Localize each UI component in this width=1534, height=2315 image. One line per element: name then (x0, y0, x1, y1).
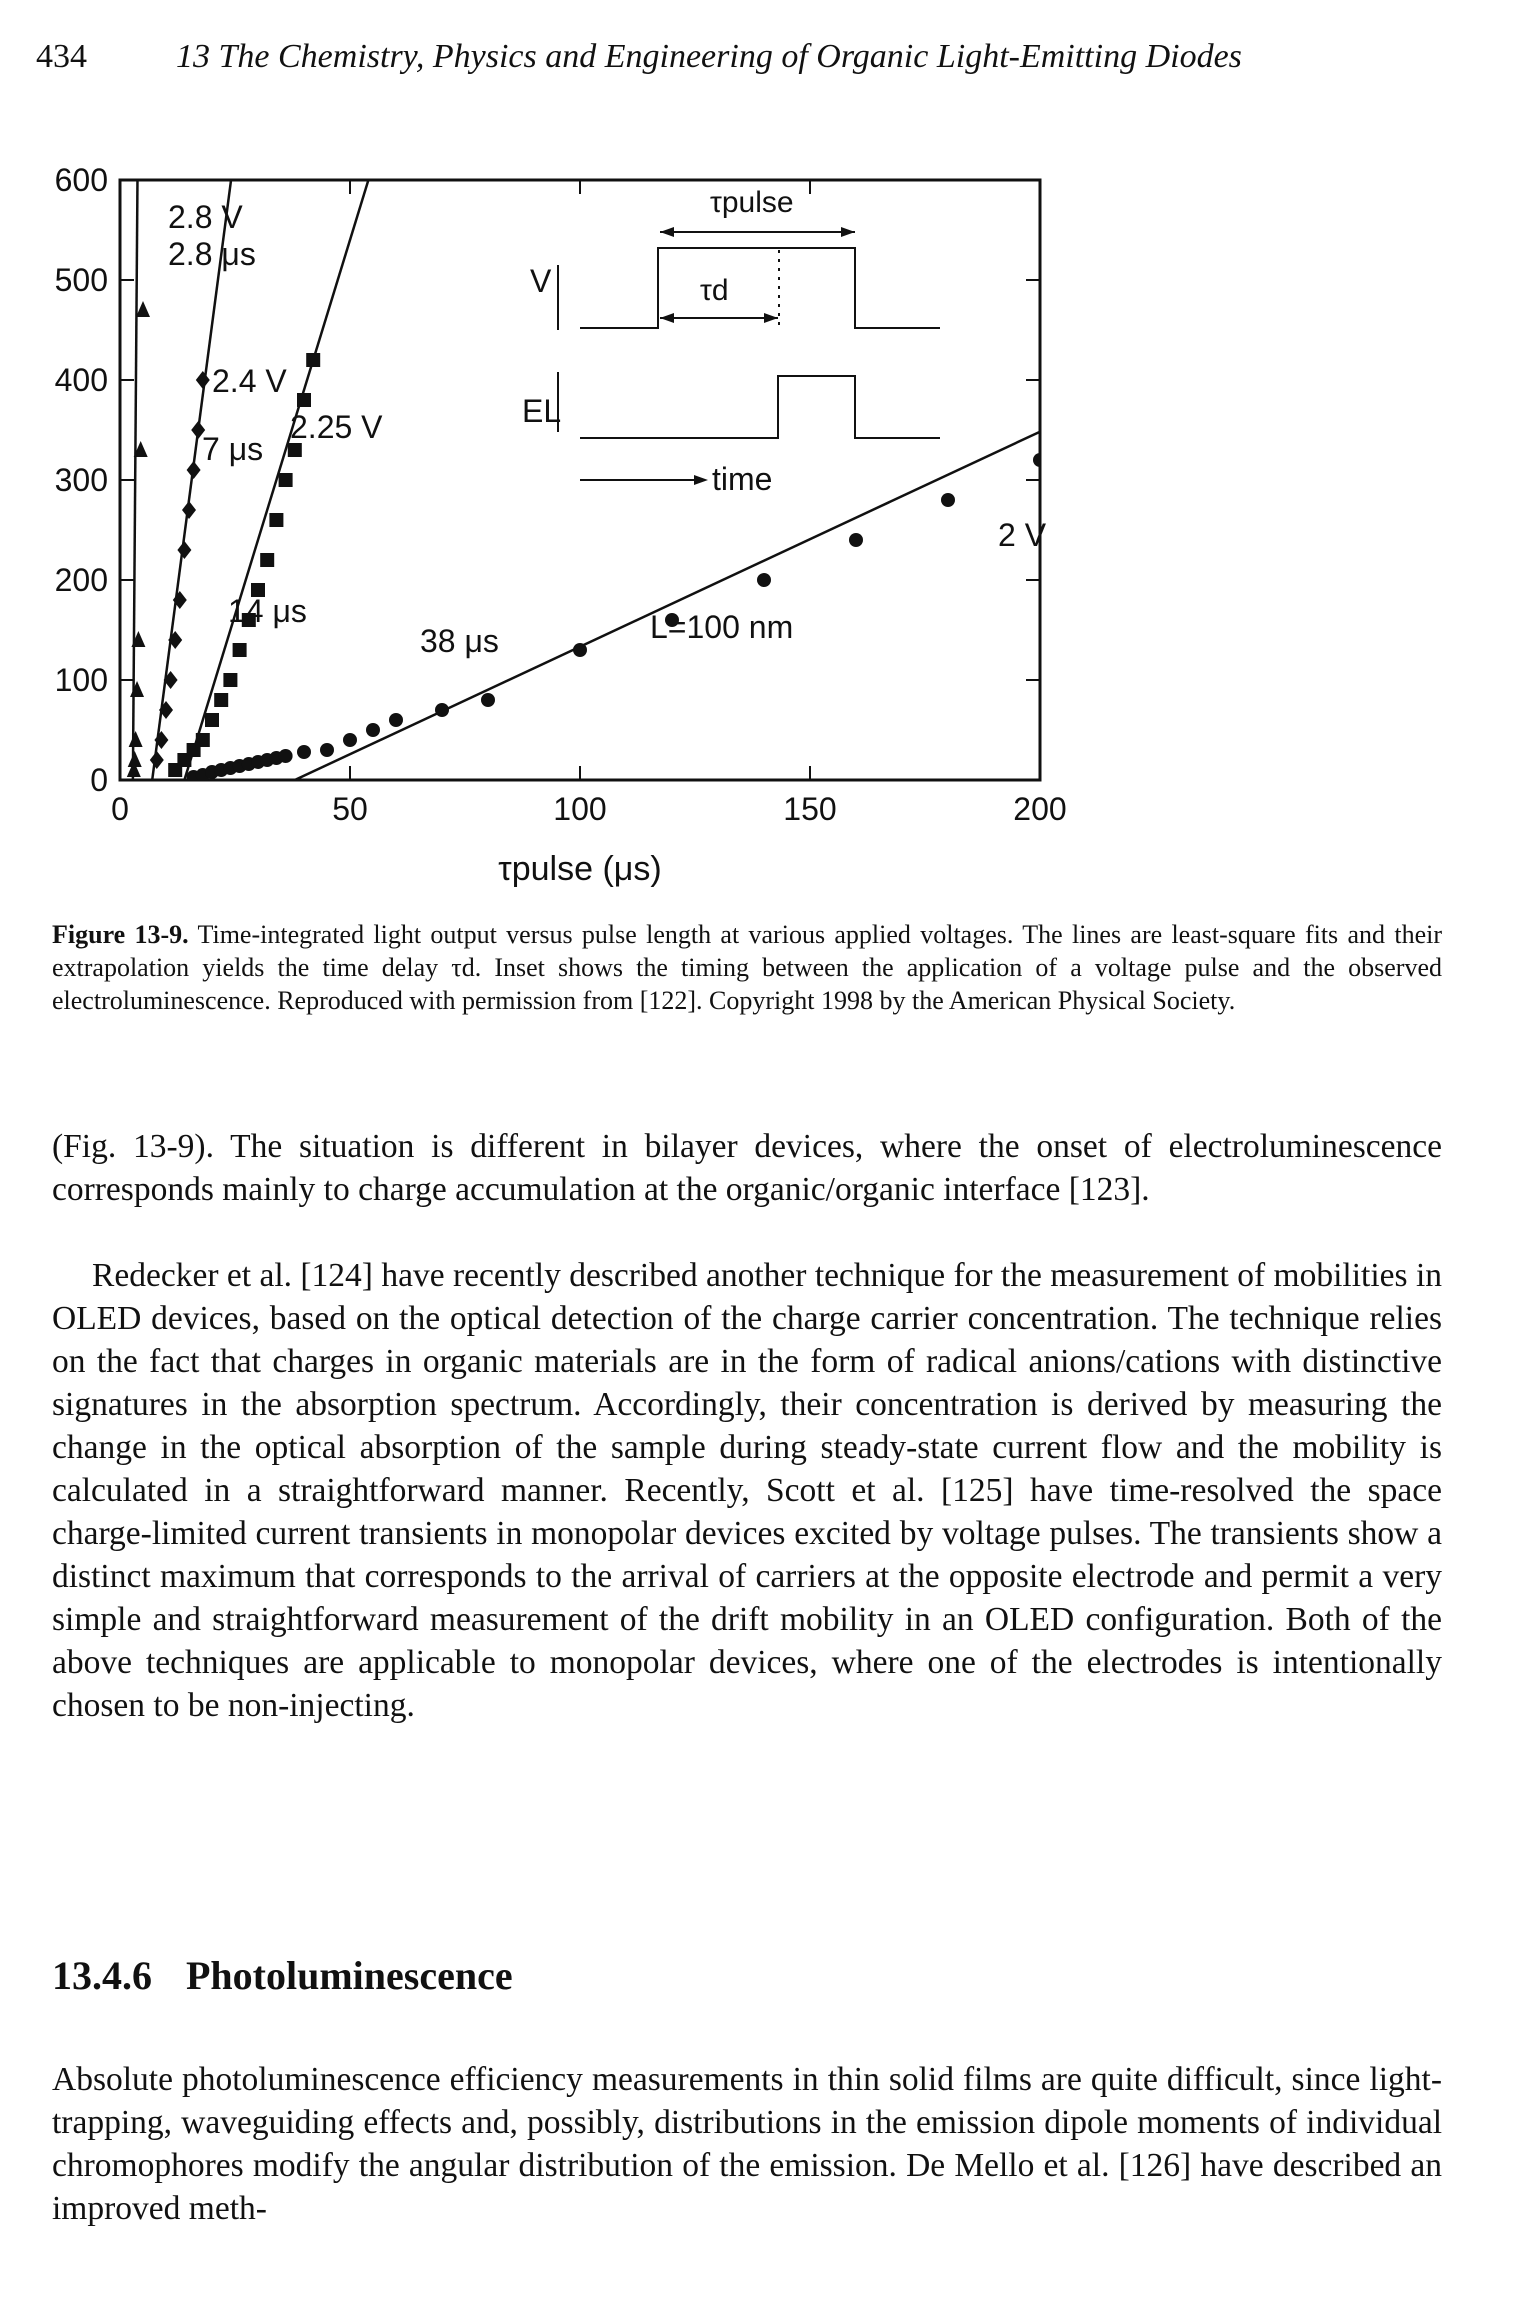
y-tick-label: 500 (55, 262, 108, 298)
y-tick-label: 400 (55, 362, 108, 398)
x-tick-label: 100 (553, 791, 606, 827)
data-point-2-25-v (260, 553, 275, 567)
data-point-2-v (941, 493, 955, 507)
annotation-label: 2 V (998, 517, 1047, 553)
data-point-2-25-v (205, 713, 219, 727)
data-point-2-v (278, 749, 293, 763)
data-point-2-4-v (172, 591, 187, 609)
annotation-delay-label: 2.8 μs (168, 236, 256, 272)
x-tick-label: 150 (783, 791, 836, 827)
annotation-delay-label: 38 μs (420, 623, 499, 659)
section-number: 13.4.6 (52, 1953, 152, 1998)
section-title: Photoluminescence (186, 1953, 513, 1998)
inset-pulse-label: τpulse (710, 186, 794, 219)
inset-delay-label: τd (700, 274, 729, 307)
data-point-2-8-v (128, 731, 143, 747)
running-title: 13 The Chemistry, Physics and Engineerin… (176, 38, 1242, 75)
data-point-2-8-v (126, 761, 141, 777)
voltage-pulse-trace (580, 247, 940, 329)
data-point-2-25-v (214, 693, 229, 707)
data-point-2-v (435, 703, 449, 717)
data-point-2-25-v (297, 393, 311, 407)
y-tick-label: 200 (55, 562, 108, 598)
data-point-2-25-v (195, 733, 210, 747)
data-point-2-25-v (287, 443, 302, 457)
figure-label: Figure 13-9. (52, 920, 189, 949)
data-point-2-8-v (133, 441, 148, 457)
section-heading: 13.4.6 Photoluminescence (52, 1952, 513, 1999)
page-number: 434 (36, 38, 87, 75)
el-response-trace (580, 375, 940, 439)
data-point-2-4-v (154, 731, 169, 749)
x-tick-label: 0 (111, 791, 129, 827)
data-point-2-25-v (251, 583, 265, 597)
data-point-2-v (481, 693, 495, 707)
y-tick-label: 300 (55, 462, 108, 498)
fit-line-2-25-v (183, 180, 370, 780)
data-point-2-4-v (182, 501, 196, 519)
data-point-2-8-v (127, 751, 142, 767)
inset-time-label: time (712, 461, 772, 497)
fit-line-2-v (294, 430, 1040, 780)
pulse-length-chart: 0 50 100 150 200 0 100 200 300 400 500 600 2.8 V2.8… (55, 162, 1067, 888)
x-tick-label: 50 (332, 791, 368, 827)
figure-caption: Figure 13-9. Time-integrated light outpu… (52, 918, 1442, 1017)
data-point-2-v (1033, 453, 1040, 467)
data-point-2-v (665, 613, 679, 627)
annotation-label: 2.25 V (290, 409, 383, 445)
data-point-2-25-v (241, 613, 256, 627)
data-point-2-v (320, 743, 334, 757)
fit-line-2-8-v (131, 180, 139, 780)
data-point-2-4-v (159, 701, 173, 719)
data-point-2-v (389, 713, 403, 727)
data-point-2-4-v (149, 751, 164, 769)
data-point-2-v (573, 643, 587, 657)
data-point-2-4-v (186, 461, 201, 479)
annotation-delay-label: 7 μs (202, 431, 263, 467)
data-point-2-8-v (131, 631, 146, 647)
y-tick-label: 0 (90, 762, 108, 798)
data-point-2-25-v (306, 353, 321, 367)
data-point-2-v (297, 745, 311, 759)
data-point-2-4-v (191, 421, 206, 439)
section-paragraph: Absolute photoluminescence efficiency me… (52, 2061, 1442, 2227)
y-tick-label: 100 (55, 662, 108, 698)
running-header: 434 13 The Chemistry, Physics and Engine… (36, 30, 1436, 90)
paragraph-1: (Fig. 13-9). The situation is different … (52, 1128, 1442, 1208)
data-point-2-25-v (223, 673, 238, 687)
data-point-2-25-v (232, 643, 247, 657)
data-point-2-8-v (136, 301, 150, 317)
data-point-2-v (849, 533, 863, 547)
data-point-2-4-v (168, 631, 183, 649)
paragraph-2: Redecker et al. [124] have recently desc… (52, 1257, 1442, 1724)
annotation-delay-label: 14 μs (228, 593, 307, 629)
data-point-2-25-v (269, 513, 284, 527)
inset-el-label: EL (522, 393, 561, 429)
data-point-2-25-v (278, 473, 293, 487)
inset-v-label: V (530, 263, 552, 299)
annotation-label: L=100 nm (650, 609, 793, 645)
data-point-2-4-v (163, 671, 178, 689)
annotation-label: 2.4 V (212, 363, 287, 399)
x-tick-label: 200 (1013, 791, 1066, 827)
data-point-2-4-v (195, 371, 210, 389)
x-axis-label: τpulse (μs) (498, 850, 661, 888)
y-tick-label: 600 (55, 162, 108, 198)
annotation-label: 2.8 V (168, 199, 243, 235)
data-point-2-v (343, 733, 357, 747)
data-point-2-v (757, 573, 771, 587)
data-point-2-8-v (130, 681, 145, 697)
data-point-2-v (366, 723, 380, 737)
caption-text: Time-integrated light output versus puls… (52, 920, 1442, 1015)
data-point-2-4-v (177, 541, 192, 559)
timing-inset: V τpulse τd EL time (522, 186, 940, 497)
